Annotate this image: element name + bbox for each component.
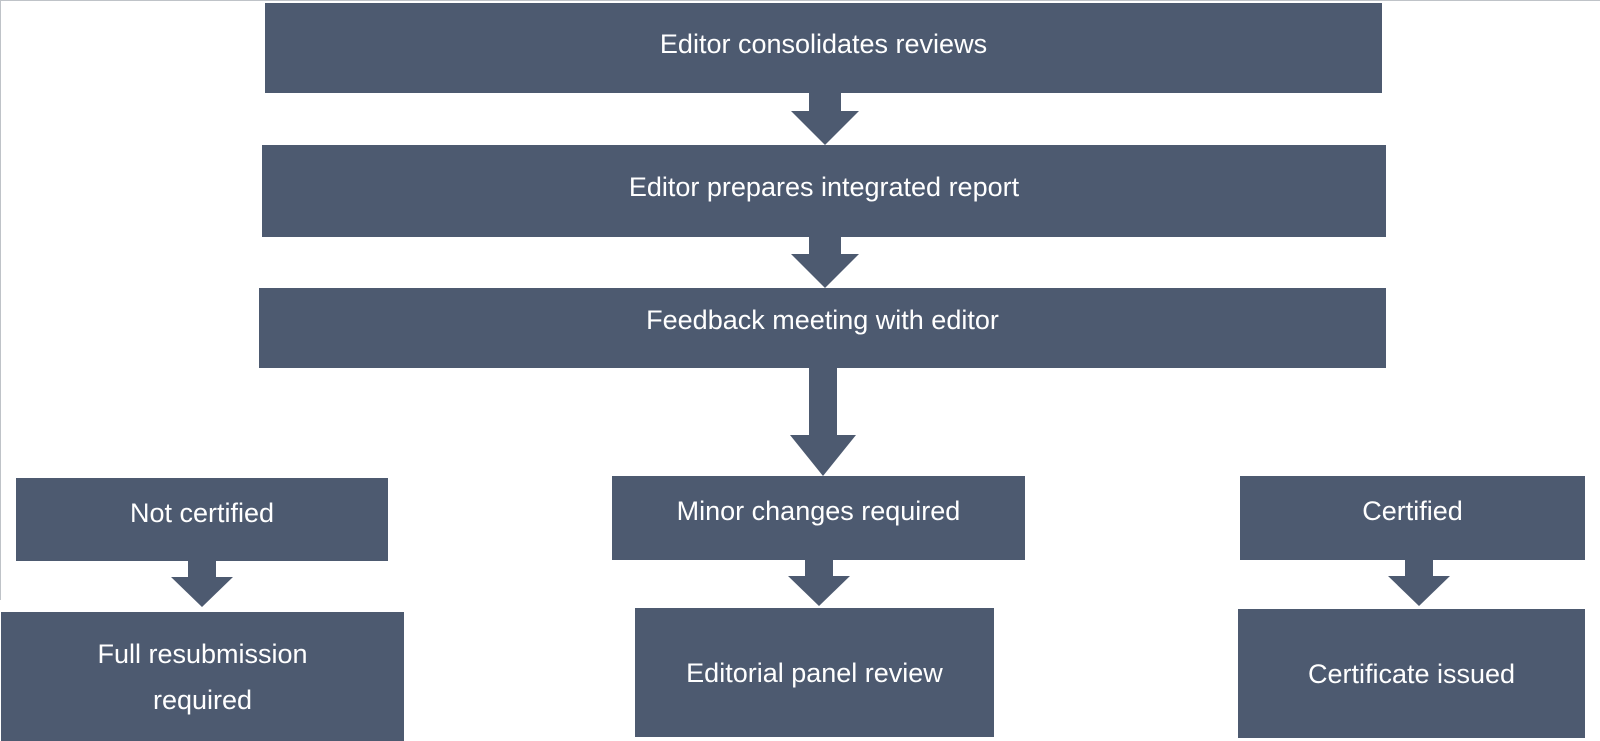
- node-label: Certified: [1362, 496, 1463, 526]
- node-editorial-panel-review: Editorial panel review: [635, 608, 994, 737]
- page-frame-top-line: [0, 0, 1600, 1]
- node-label: Editor consolidates reviews: [659, 29, 988, 59]
- arrow-report-to-meeting: [791, 237, 859, 288]
- node-label: Minor changes required: [676, 496, 961, 526]
- node-label: Not certified: [129, 498, 275, 528]
- node-minor-changes-required: Minor changes required: [612, 476, 1025, 560]
- node-feedback-meeting-with-editor: Feedback meeting with editor: [259, 288, 1386, 368]
- node-label: Editor prepares integrated report: [628, 172, 1020, 202]
- page-frame-left-line: [0, 0, 1, 600]
- arrow-certified-to-certificate-issued: [1388, 560, 1450, 606]
- node-certificate-issued: Certificate issued: [1238, 609, 1585, 738]
- node-label: Certificate issued: [1307, 658, 1516, 689]
- arrow-minor-changes-to-panel-review: [788, 560, 850, 606]
- arrow-meeting-to-minor-changes: [790, 368, 856, 476]
- node-certified: Certified: [1240, 476, 1585, 560]
- node-editor-consolidates-reviews: Editor consolidates reviews: [265, 3, 1382, 93]
- node-label: Editorial panel review: [686, 657, 943, 688]
- arrow-consolidate-to-report: [791, 93, 859, 145]
- node-label: Feedback meeting with editor: [646, 305, 999, 335]
- node-full-resubmission-required: Full resubmission required: [1, 612, 404, 741]
- node-not-certified: Not certified: [16, 478, 388, 561]
- arrow-not-certified-to-full-resubmission: [171, 561, 233, 607]
- node-label: Full resubmission required: [97, 638, 308, 715]
- node-editor-prepares-integrated-report: Editor prepares integrated report: [262, 145, 1386, 237]
